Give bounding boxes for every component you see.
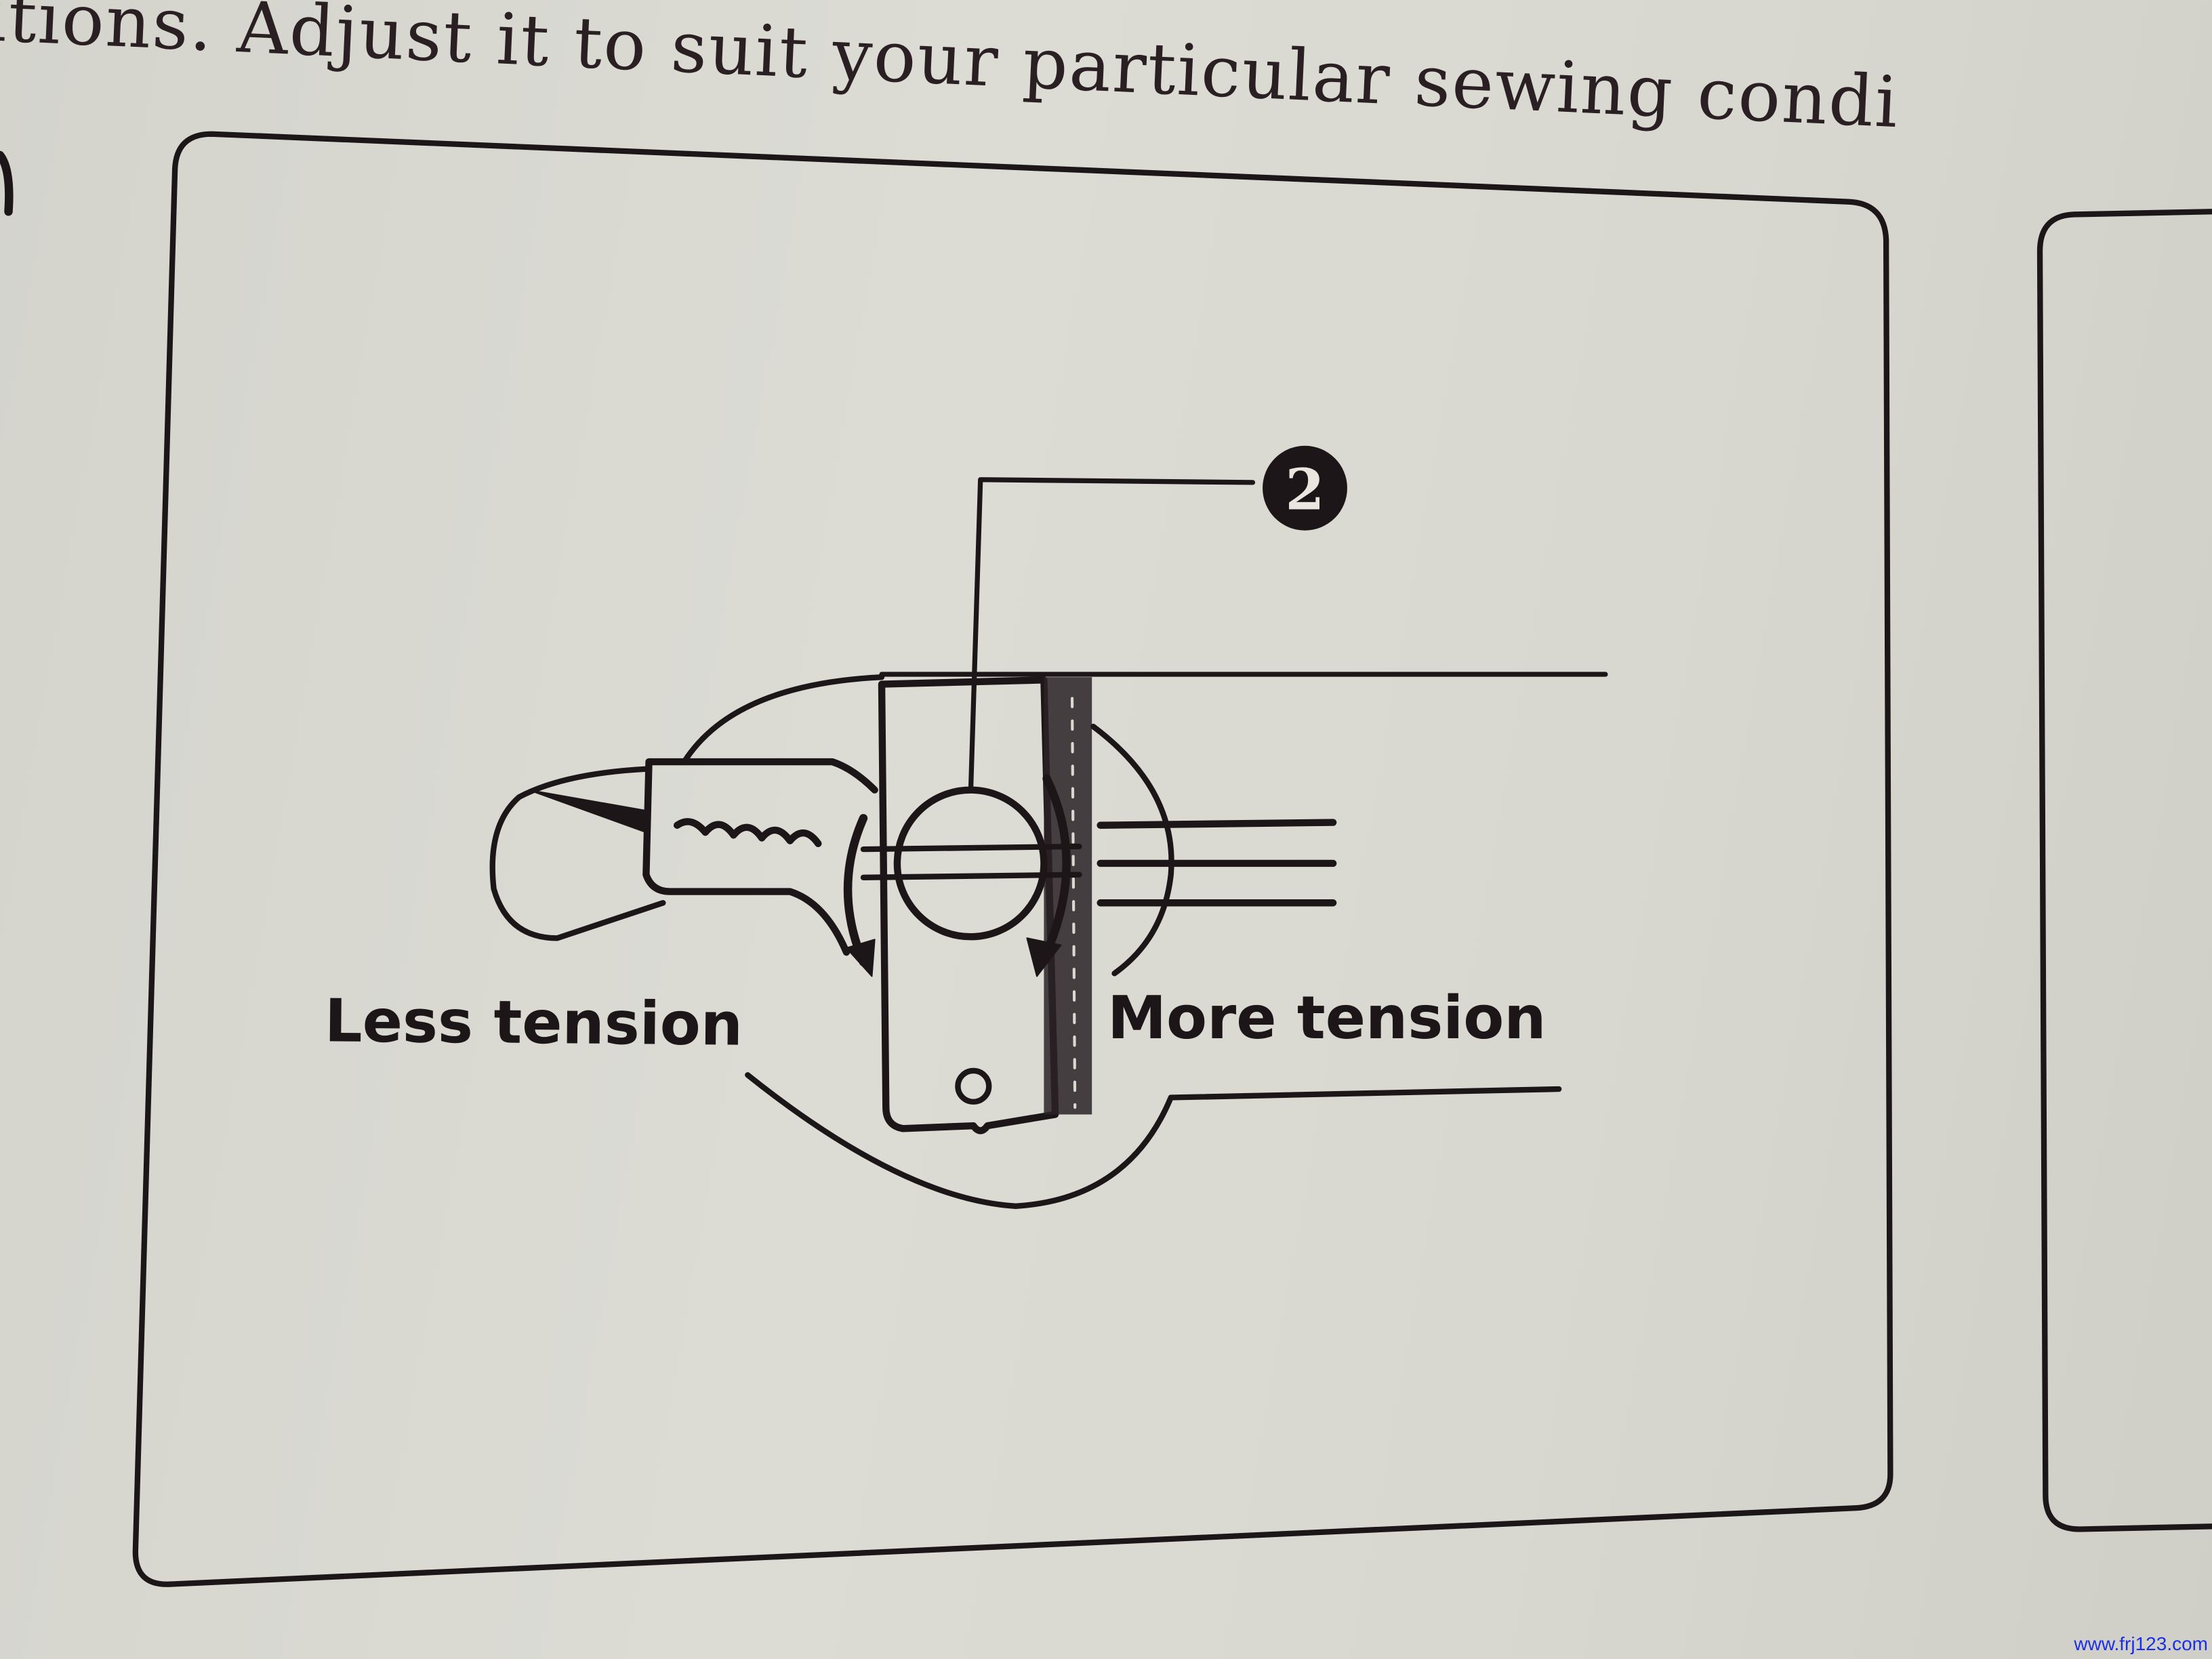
more-tension-label: More tension (1107, 983, 1546, 1052)
less-tension-label: Less tension (325, 986, 743, 1059)
margin-mark (0, 150, 14, 216)
guide-tip (489, 766, 666, 941)
callout-number: 2 (1286, 456, 1325, 523)
guide-spring (673, 818, 822, 848)
callout-circle (1263, 445, 1347, 531)
body-hole (955, 1067, 992, 1105)
adjusting-screw (893, 786, 1048, 941)
figure-frame-next (2036, 209, 2212, 1532)
less-tension-arrow (843, 814, 868, 966)
leader-line (968, 477, 1256, 800)
tension-disc-arc (1090, 723, 1174, 977)
arrowhead-icon (845, 939, 876, 977)
arrowhead-icon (1026, 937, 1062, 977)
thread-lines (1097, 819, 1337, 907)
screw-slot (860, 843, 1082, 880)
guide-pointer (528, 789, 650, 834)
machine-back-arc (681, 674, 885, 765)
machine-bottom-arc (745, 1072, 1562, 1209)
figure-frame (132, 131, 1893, 1587)
guide-arm (642, 758, 878, 956)
body-block (878, 676, 1059, 1134)
more-tension-arrow (1042, 774, 1071, 957)
watermark: www.frj123.com (2074, 1633, 2208, 1654)
